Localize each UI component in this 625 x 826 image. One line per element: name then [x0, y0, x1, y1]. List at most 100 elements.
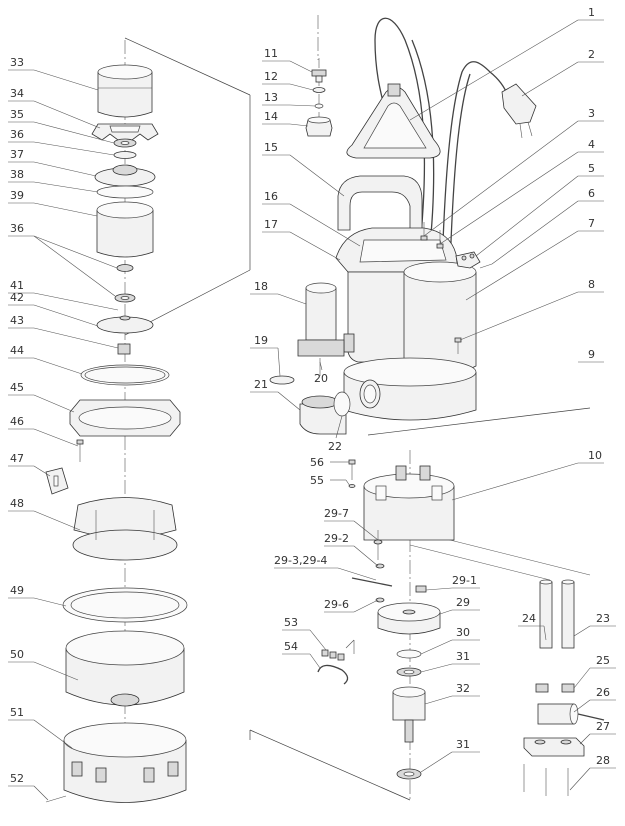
float-1: [346, 83, 441, 159]
label-8: 8: [588, 278, 595, 291]
label-33: 33: [10, 56, 24, 69]
connector-5: [455, 251, 481, 269]
label-10: 10: [588, 449, 602, 462]
gasket-44: [80, 364, 170, 386]
flange-45: [69, 399, 181, 437]
label-54: 54: [284, 640, 298, 653]
washer-29-2: [375, 563, 385, 569]
washer-19: [269, 375, 295, 385]
clip-29-6: [375, 597, 385, 603]
label-11: 11: [264, 47, 278, 60]
washer-13: [314, 103, 324, 109]
outlet-adapter-18: [297, 282, 345, 357]
capacitor-26: [537, 703, 605, 725]
label-7: 7: [588, 217, 595, 230]
cable-axis-b: [429, 534, 591, 576]
bracket-27: [523, 737, 585, 757]
label-27: 27: [596, 720, 610, 733]
bearing-31a: [396, 667, 422, 677]
screw-29-1: [415, 585, 427, 593]
label-53: 53: [284, 616, 298, 629]
label-13: 13: [264, 91, 278, 104]
label-21: 21: [254, 378, 268, 391]
label-45: 45: [10, 381, 24, 394]
label-22: 22: [328, 440, 342, 453]
label-14: 14: [264, 110, 278, 123]
label-55: 55: [310, 474, 324, 487]
label-12: 12: [264, 70, 278, 83]
bearing-36b: [114, 264, 136, 303]
label-25: 25: [596, 654, 610, 667]
label-29-2: 29-2: [324, 532, 349, 545]
leader-lines: [8, 19, 616, 801]
check-valve-22: [333, 391, 351, 417]
label-28: 28: [596, 754, 610, 767]
label-9: 9: [588, 348, 595, 361]
motor-block-10: [363, 465, 455, 541]
label-51: 51: [10, 706, 24, 719]
impeller-cover-29: [377, 602, 441, 635]
handle-15: [337, 175, 423, 233]
insert-53: [321, 649, 345, 661]
ring-54: [317, 664, 349, 685]
outlet-port: [359, 379, 381, 409]
nut-14: [305, 116, 333, 137]
rod-29-3-29-4: [351, 577, 393, 587]
cover-37: [94, 164, 156, 187]
screw-46: [76, 439, 84, 462]
screw-11: [311, 69, 327, 83]
screw-52: [45, 795, 67, 803]
label-38: 38: [10, 168, 24, 181]
label-19: 19: [254, 334, 268, 347]
housing-ring-48: [72, 497, 178, 561]
gasket-49: [62, 587, 188, 623]
label-30: 30: [456, 626, 470, 639]
label-34: 34: [10, 87, 24, 100]
label-56: 56: [310, 456, 324, 469]
label-31b: 31: [456, 738, 470, 751]
label-5: 5: [588, 162, 595, 175]
plate-42: [96, 315, 154, 334]
plug-2: [501, 83, 537, 139]
label-49: 49: [10, 584, 24, 597]
label-1: 1: [588, 6, 595, 19]
label-47: 47: [10, 452, 24, 465]
label-20: 20: [314, 372, 328, 385]
washer-12: [312, 87, 326, 93]
label-29-6: 29-6: [324, 598, 349, 611]
label-18: 18: [254, 280, 268, 293]
label-24: 24: [522, 612, 536, 625]
label-35: 35: [10, 108, 24, 121]
label-37: 37: [10, 148, 24, 161]
label-52: 52: [10, 772, 24, 785]
rotor-32: [392, 686, 426, 743]
label-36a: 36: [10, 128, 24, 141]
label-4: 4: [588, 138, 595, 151]
label-29: 29: [456, 596, 470, 609]
motor-cap-33: [97, 64, 153, 118]
label-2: 2: [588, 48, 595, 61]
clip-47: [45, 467, 69, 495]
label-15: 15: [264, 141, 278, 154]
screw-56: [348, 459, 356, 480]
label-46: 46: [10, 415, 24, 428]
label-43: 43: [10, 314, 24, 327]
label-23: 23: [596, 612, 610, 625]
washer-35: [113, 138, 137, 148]
label-3: 3: [588, 107, 595, 120]
part-labels: 33 34 35 36 37 38 39 36 41 42 43 44 45 4…: [10, 6, 610, 785]
label-44: 44: [10, 344, 24, 357]
strainer-51: [63, 722, 187, 803]
base-50: [65, 630, 185, 707]
tube-24: [539, 579, 553, 649]
label-36b: 36: [10, 222, 24, 235]
tube-23: [561, 579, 575, 649]
label-16: 16: [264, 190, 278, 203]
label-6: 6: [588, 187, 595, 200]
screw-8: [454, 337, 462, 354]
label-48: 48: [10, 497, 24, 510]
screws-28: [523, 764, 569, 796]
power-cable-2: [441, 61, 509, 269]
